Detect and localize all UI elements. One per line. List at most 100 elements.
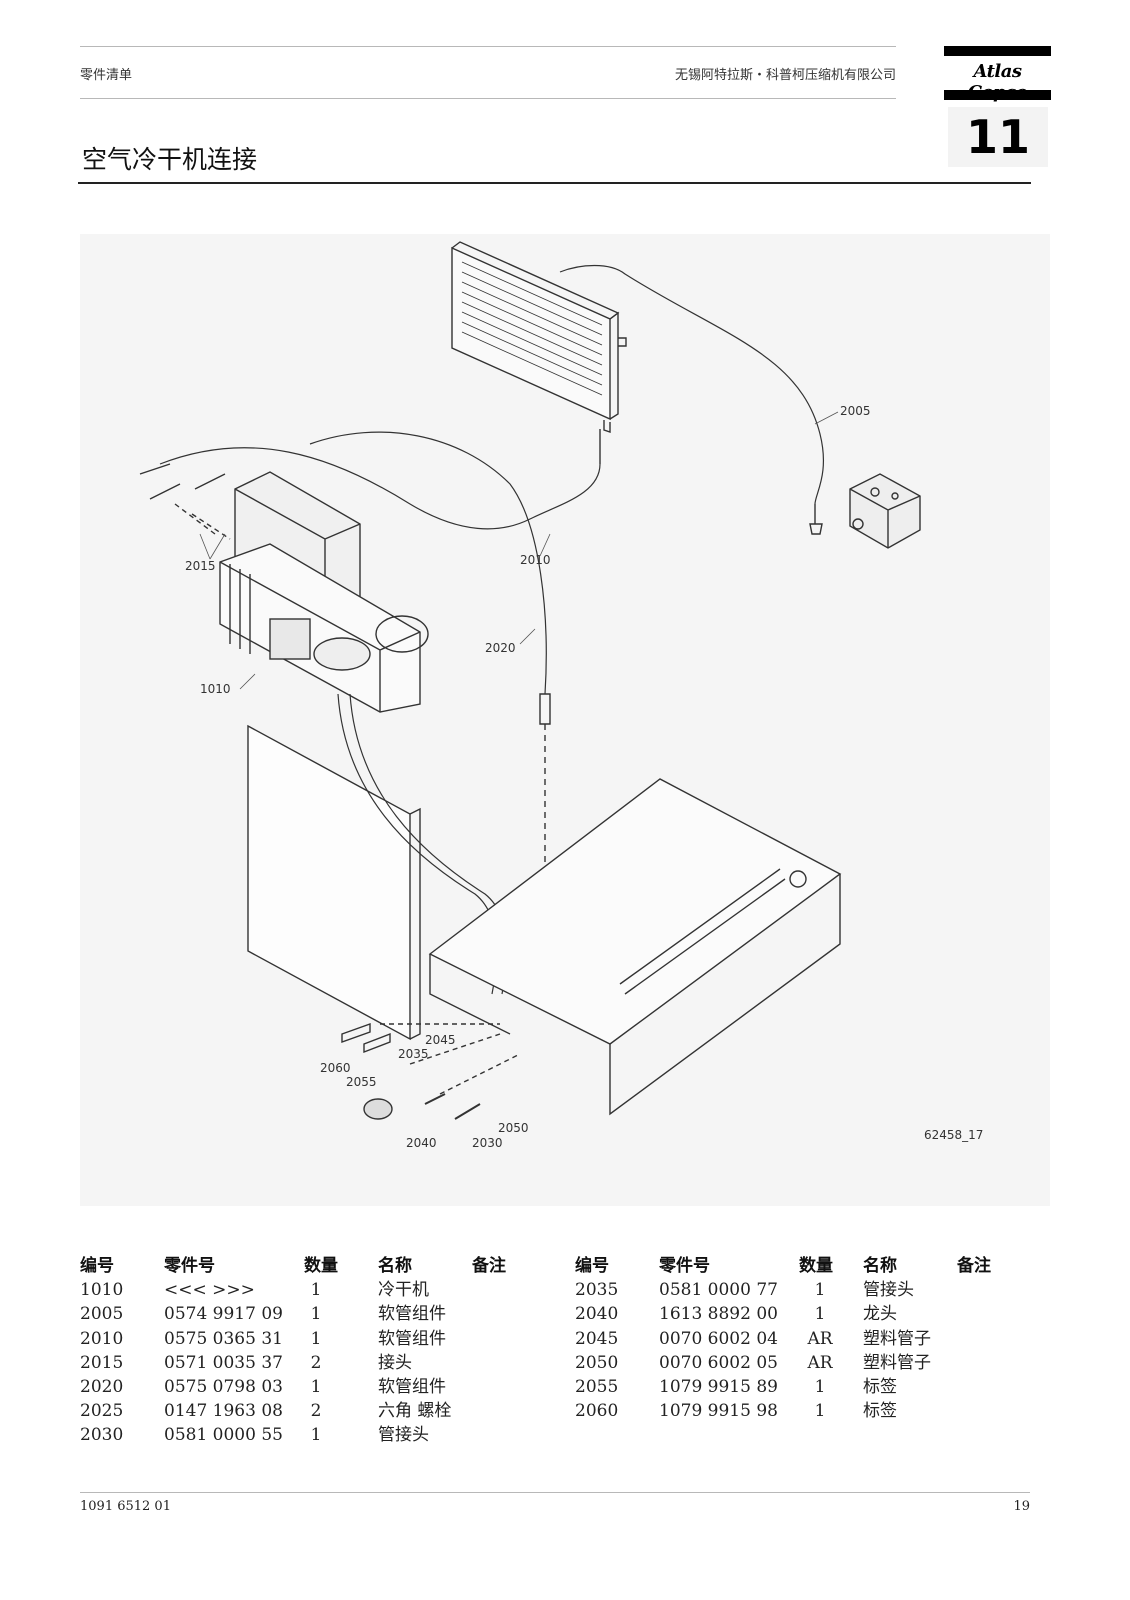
- cell-part: 1079 9915 89: [659, 1377, 778, 1397]
- cell-qty: 2: [310, 1352, 322, 1373]
- base-plate: [428, 778, 842, 1116]
- atlas-copco-logo: Atlas Copco: [944, 46, 1051, 103]
- header-left-label: 零件清单: [80, 68, 133, 83]
- cell-part: 1079 9915 98: [659, 1401, 778, 1422]
- cell-name: 六角 螺栓: [378, 1401, 452, 1422]
- cell-part: 0575 0365 31: [164, 1328, 283, 1349]
- cell-part: <<< >>>: [164, 1280, 255, 1301]
- cell-name: 冷干机: [378, 1280, 429, 1301]
- cell-name: 龙头: [863, 1304, 897, 1325]
- header-rule-bottom: [80, 98, 896, 99]
- footer-rule: [80, 1492, 1030, 1493]
- cell-qty: 1: [310, 1425, 322, 1446]
- page-title: 空气冷干机连接: [82, 145, 258, 174]
- cell-name: 软管组件: [378, 1377, 446, 1397]
- dryer-unit: [219, 471, 429, 713]
- cell-no: 2030: [80, 1425, 124, 1446]
- cell-qty: 1: [814, 1280, 826, 1301]
- callout-2060: 2060: [320, 1061, 351, 1075]
- valve-block: [849, 473, 921, 549]
- callout-2020: 2020: [485, 641, 516, 655]
- callout-2010: 2010: [520, 553, 551, 567]
- section-number: 11: [948, 107, 1048, 167]
- cell-name: 接头: [378, 1352, 412, 1373]
- cell-qty: 1: [814, 1401, 826, 1422]
- cell-part: 0070 6002 05: [659, 1352, 778, 1373]
- cell-qty: 1: [310, 1328, 322, 1349]
- cell-name: 标签: [863, 1377, 897, 1397]
- header-qty-left: 数量: [304, 1256, 338, 1276]
- cell-no: 2060: [575, 1401, 619, 1422]
- cell-part: 1613 8892 00: [659, 1304, 778, 1325]
- cell-part: 0574 9917 09: [164, 1304, 283, 1325]
- callouts: 2005 2010 2015 2020 1010 2045 2035 2060 …: [185, 404, 983, 1150]
- callout-2005: 2005: [840, 404, 871, 418]
- cell-name: 管接头: [378, 1425, 429, 1446]
- logo-bar-bottom: [944, 90, 1051, 100]
- cell-no: 2015: [80, 1352, 124, 1373]
- cell-name: 塑料管子: [863, 1352, 931, 1373]
- cell-part: 0581 0000 77: [659, 1280, 778, 1301]
- cell-qty: 1: [310, 1377, 322, 1397]
- cell-name: 软管组件: [378, 1304, 446, 1325]
- logo-bar-top: [944, 46, 1051, 56]
- header-part-left: 零件号: [164, 1256, 215, 1276]
- hose-2010: [159, 447, 601, 530]
- cell-no: 2050: [575, 1352, 619, 1373]
- header-name-right: 名称: [863, 1256, 897, 1276]
- cell-name: 标签: [863, 1401, 897, 1422]
- cell-part: 0575 0798 03: [164, 1377, 283, 1397]
- cell-name: 管接头: [863, 1280, 914, 1301]
- cell-qty: 1: [814, 1377, 826, 1397]
- title-rule: [78, 182, 1031, 184]
- cell-name: 塑料管子: [863, 1328, 931, 1349]
- callout-1010: 1010: [200, 682, 231, 696]
- exploded-diagram: 2005 2010 2015 2020 1010 2045 2035 2060 …: [80, 234, 1050, 1206]
- header-no-right: 编号: [575, 1256, 609, 1276]
- cell-qty: 2: [310, 1401, 322, 1422]
- tap-2040: [363, 1098, 393, 1120]
- cell-qty: AR: [807, 1328, 833, 1349]
- callout-2030: 2030: [472, 1136, 503, 1150]
- header-part-right: 零件号: [659, 1256, 710, 1276]
- cell-no: 2010: [80, 1328, 124, 1349]
- callout-2050: 2050: [498, 1121, 529, 1135]
- header-note-right: 备注: [957, 1256, 991, 1276]
- cell-no: 1010: [80, 1280, 124, 1301]
- cell-qty: 1: [814, 1304, 826, 1325]
- header-note-left: 备注: [472, 1256, 506, 1276]
- page-number: 19: [1013, 1499, 1030, 1514]
- hose-2020: [309, 431, 547, 695]
- cooler-unit: [451, 241, 627, 433]
- cell-qty: 1: [310, 1280, 322, 1301]
- side-panel: [247, 724, 421, 1041]
- header-rule-top: [80, 46, 896, 47]
- header-qty-right: 数量: [799, 1256, 833, 1276]
- cell-no: 2025: [80, 1401, 124, 1422]
- callout-2035: 2035: [398, 1047, 429, 1061]
- cell-no: 2005: [80, 1304, 124, 1325]
- cell-no: 2035: [575, 1280, 619, 1301]
- cell-no: 2045: [575, 1328, 619, 1349]
- callout-2045: 2045: [425, 1033, 456, 1047]
- callout-2040: 2040: [406, 1136, 437, 1150]
- cell-part: 0147 1963 08: [164, 1401, 283, 1422]
- cell-no: 2055: [575, 1377, 619, 1397]
- callout-2015: 2015: [185, 559, 216, 573]
- cell-part: 0581 0000 55: [164, 1425, 283, 1446]
- drawing-number: 62458_17: [924, 1128, 983, 1142]
- cell-no: 2020: [80, 1377, 124, 1397]
- hose-2005: [559, 264, 825, 505]
- header-no-left: 编号: [80, 1256, 114, 1276]
- company-name: 无锡阿特拉斯・科普柯压缩机有限公司: [674, 68, 896, 83]
- doc-number: 1091 6512 01: [80, 1499, 171, 1514]
- cell-part: 0571 0035 37: [164, 1352, 283, 1373]
- header-name-left: 名称: [378, 1256, 412, 1276]
- labels-2055-2060: [341, 1023, 391, 1054]
- cell-part: 0070 6002 04: [659, 1328, 778, 1349]
- cell-qty: 1: [310, 1304, 322, 1325]
- callout-2055: 2055: [346, 1075, 377, 1089]
- cell-qty: AR: [807, 1352, 833, 1373]
- diagram-svg: 2005 2010 2015 2020 1010 2045 2035 2060 …: [139, 241, 983, 1150]
- cell-no: 2040: [575, 1304, 619, 1325]
